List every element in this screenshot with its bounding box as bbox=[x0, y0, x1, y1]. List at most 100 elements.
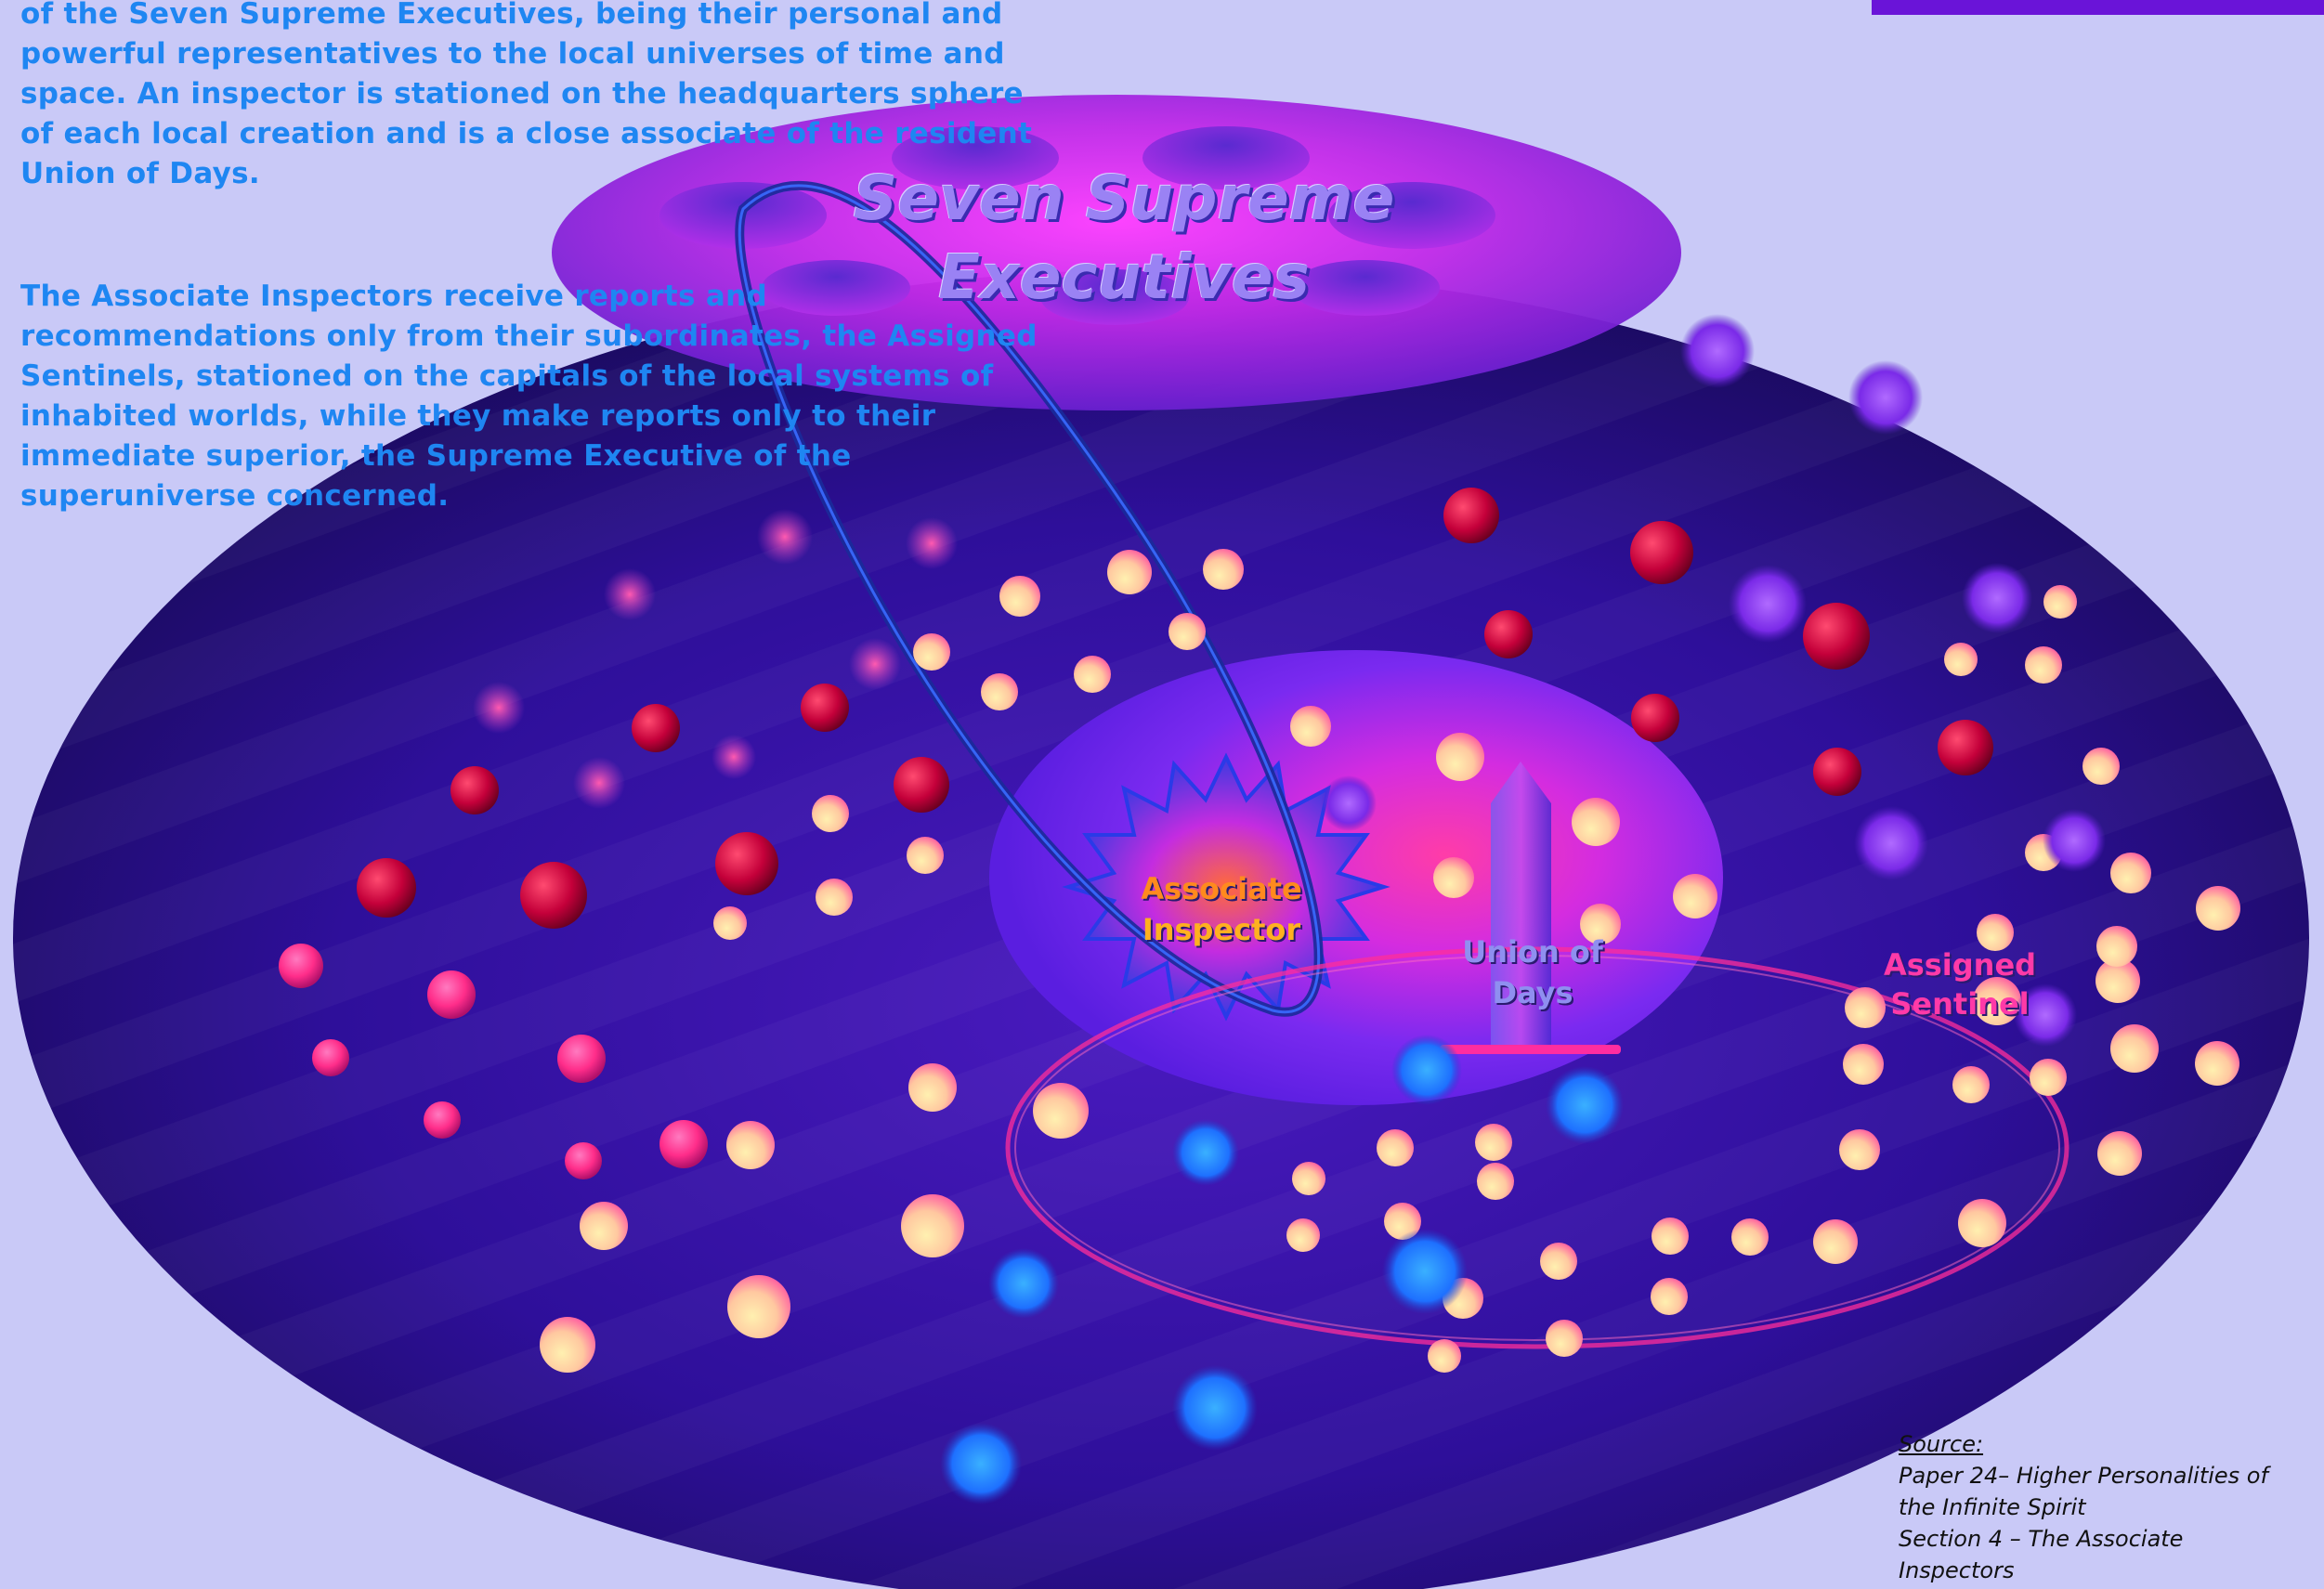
blue-orb bbox=[1391, 1035, 1462, 1105]
peach-orb bbox=[1731, 1218, 1769, 1256]
peach-orb bbox=[2096, 926, 2137, 967]
faint-orb bbox=[757, 509, 813, 565]
pink-orb bbox=[279, 944, 323, 988]
peach-orb bbox=[1651, 1278, 1688, 1315]
peach-orb bbox=[1973, 977, 2021, 1025]
peach-orb bbox=[727, 1275, 790, 1338]
red-orb bbox=[894, 757, 949, 813]
peach-orb bbox=[1292, 1162, 1325, 1195]
peach-orb bbox=[1652, 1218, 1689, 1255]
peach-orb bbox=[1384, 1203, 1421, 1240]
seven-supreme-title-line1: Seven Supreme bbox=[853, 163, 1395, 234]
peach-orb bbox=[1169, 613, 1206, 650]
peach-orb bbox=[1952, 1066, 1990, 1103]
peach-orb bbox=[2030, 1059, 2067, 1096]
peach-orb bbox=[580, 1202, 628, 1250]
peach-orb bbox=[1436, 733, 1484, 781]
violet-orb bbox=[1848, 360, 1923, 435]
peach-orb bbox=[2082, 748, 2120, 785]
peach-orb bbox=[2025, 646, 2062, 684]
sentinel-orbit-ring bbox=[1005, 946, 2069, 1349]
pink-orb bbox=[565, 1142, 602, 1179]
peach-orb bbox=[1843, 1044, 1884, 1085]
reports-paragraph-text: The Associate Inspectors receive reports… bbox=[20, 280, 1038, 513]
intro-text: of the Seven Supreme Executives, being t… bbox=[20, 0, 1172, 194]
red-orb bbox=[1443, 488, 1499, 543]
faint-orb bbox=[604, 568, 656, 620]
peach-orb bbox=[1433, 857, 1474, 898]
peach-orb bbox=[913, 633, 950, 671]
peach-orb bbox=[1428, 1339, 1461, 1373]
peach-orb bbox=[812, 795, 849, 832]
violet-orb bbox=[1680, 314, 1755, 388]
peach-orb bbox=[1813, 1219, 1858, 1264]
assigned-sentinel-label-line2: Sentinel bbox=[1890, 986, 2030, 1022]
peach-orb bbox=[2043, 585, 2077, 619]
blue-orb bbox=[1172, 1365, 1258, 1451]
source-heading: Source: bbox=[1899, 1431, 1984, 1457]
red-orb bbox=[801, 684, 849, 732]
source-citation: Source: Paper 24– Higher Personalities o… bbox=[1899, 1428, 2317, 1586]
pink-orb bbox=[424, 1101, 461, 1139]
violet-orb bbox=[1729, 565, 1807, 643]
peach-orb bbox=[1580, 904, 1621, 944]
faint-orb bbox=[849, 638, 901, 690]
peach-orb bbox=[1203, 549, 1244, 590]
red-orb bbox=[1631, 694, 1679, 742]
pink-orb bbox=[312, 1039, 349, 1076]
violet-orb bbox=[2014, 983, 2077, 1047]
peach-orb bbox=[1673, 874, 1717, 918]
red-orb bbox=[715, 832, 778, 895]
peach-orb bbox=[1546, 1320, 1583, 1357]
seven-supreme-title-line2: Executives bbox=[938, 241, 1310, 313]
peach-orb bbox=[1033, 1083, 1089, 1139]
peach-orb bbox=[1475, 1124, 1512, 1161]
reports-paragraph: The Associate Inspectors receive reports… bbox=[20, 277, 1172, 516]
peach-orb bbox=[2196, 886, 2240, 931]
peach-orb bbox=[901, 1194, 964, 1257]
red-orb bbox=[1484, 610, 1533, 658]
red-orb bbox=[632, 704, 680, 752]
peach-orb bbox=[2110, 853, 2151, 893]
intro-paragraph: of the Seven Supreme Executives, being t… bbox=[20, 0, 1033, 190]
pink-orb bbox=[557, 1035, 606, 1083]
faint-orb bbox=[573, 757, 625, 809]
faint-orb bbox=[473, 682, 525, 734]
pink-orb bbox=[427, 970, 476, 1019]
peach-orb bbox=[726, 1121, 775, 1169]
peach-orb bbox=[1477, 1163, 1514, 1200]
peach-orb bbox=[1107, 550, 1152, 594]
assigned-sentinel-label-line1: Assigned bbox=[1883, 947, 2037, 983]
union-of-days-label-line2: Days bbox=[1492, 975, 1573, 1010]
associate-inspector-label-line2: Inspector bbox=[1142, 912, 1301, 947]
peach-orb bbox=[907, 837, 944, 874]
faint-orb bbox=[712, 735, 756, 779]
peach-orb bbox=[1286, 1218, 1320, 1252]
source-line-3: Section 4 – The Associate bbox=[1899, 1526, 2184, 1552]
inspector-to-executives-loop bbox=[735, 180, 1324, 1017]
red-orb bbox=[1803, 603, 1870, 670]
source-line-2: the Infinite Spirit bbox=[1899, 1494, 2086, 1520]
peach-orb bbox=[1290, 706, 1331, 747]
pink-orb bbox=[659, 1120, 708, 1168]
peach-orb bbox=[908, 1063, 957, 1112]
peach-orb bbox=[1572, 798, 1620, 846]
associate-inspector-label-line1: Associate bbox=[1141, 871, 1302, 906]
union-of-days-label-line1: Union of bbox=[1462, 934, 1603, 970]
violet-orb bbox=[2043, 809, 2106, 872]
red-orb bbox=[1938, 720, 1993, 775]
peach-orb bbox=[540, 1317, 595, 1373]
red-orb bbox=[357, 858, 416, 918]
peach-orb bbox=[1958, 1199, 2006, 1247]
peach-orb bbox=[713, 906, 747, 940]
blue-orb bbox=[1546, 1066, 1624, 1144]
red-orb bbox=[1630, 521, 1693, 584]
peach-orb bbox=[1540, 1243, 1577, 1280]
red-orb bbox=[450, 766, 499, 814]
peach-orb bbox=[816, 879, 853, 916]
peach-orb bbox=[981, 673, 1018, 710]
orb-field bbox=[279, 314, 2240, 1504]
peach-orb bbox=[2110, 1024, 2159, 1073]
peach-orb bbox=[2096, 958, 2140, 1003]
